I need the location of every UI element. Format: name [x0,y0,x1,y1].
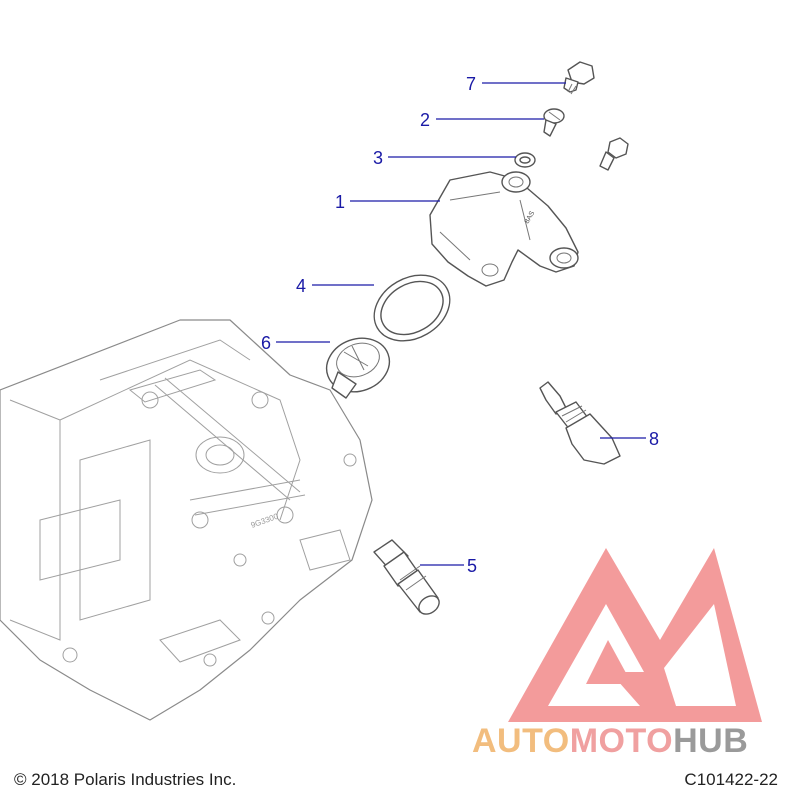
callout-labels: 7 2 3 1 4 6 8 5 [261,74,659,576]
callout-5: 5 [467,556,477,576]
callout-8: 8 [649,429,659,449]
part-5-hose-fitting [373,539,440,615]
part-7-bolt [563,61,595,95]
callout-7: 7 [466,74,476,94]
callout-4: 4 [296,276,306,296]
copyright-text: © 2018 Polaris Industries Inc. [14,770,237,789]
part-2-screw [543,108,565,137]
callout-3: 3 [373,148,383,168]
part-7-bolt-second [599,137,629,171]
leader-lines [276,82,646,566]
part-8-temperature-sensor [539,381,621,465]
callout-2: 2 [420,110,430,130]
diagram-code: C101422-22 [684,770,778,789]
callout-6: 6 [261,333,271,353]
part-6-thermostat [325,337,391,399]
watermark-logo [508,548,762,722]
part-4-seal-ring [373,274,451,342]
part-3-washer [514,152,536,168]
watermark-text: AUTOMOTOHUB [472,722,748,761]
watermark-moto: MOTO [569,722,674,760]
cylinder-head: 9G3300 [0,319,373,721]
watermark-auto: AUTO [472,722,570,760]
part-1-thermostat-housing: 8AS [429,171,579,287]
watermark-hub: HUB [673,722,749,760]
callout-1: 1 [335,192,345,212]
